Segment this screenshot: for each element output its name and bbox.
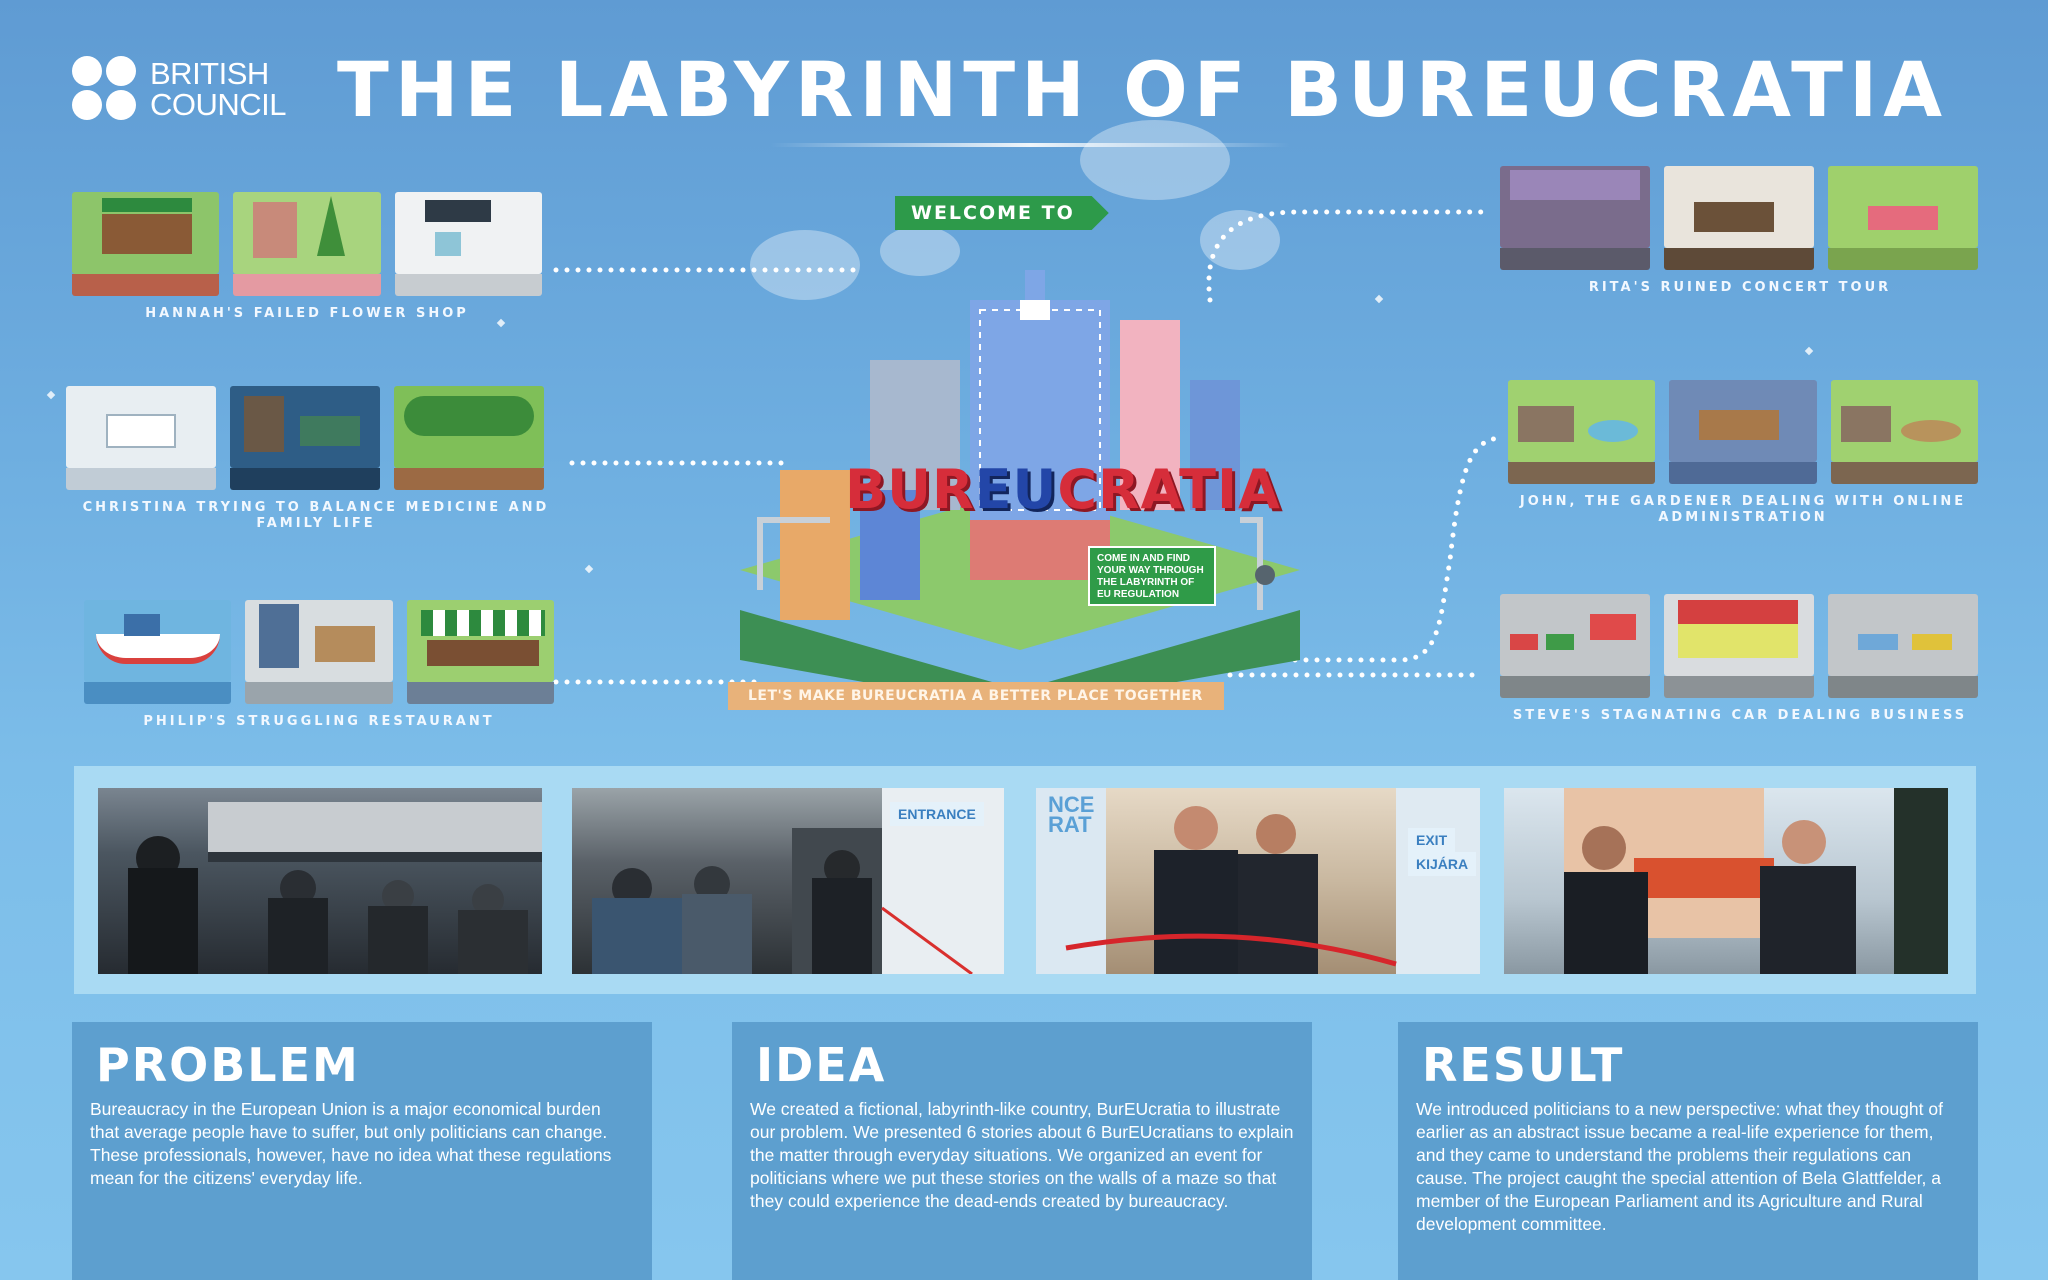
- records-office-illustration: [1664, 166, 1814, 270]
- story-illustrations: [1500, 166, 1980, 270]
- park-guitarist-illustration: [1828, 166, 1978, 270]
- story-label: CHRISTINA TRYING TO BALANCE MEDICINE AND…: [82, 500, 550, 531]
- story-philip: PHILIP'S STRUGGLING RESTAURANT: [84, 600, 554, 730]
- nce-sign: NCE: [1048, 792, 1095, 817]
- car-lot-illustration: [1500, 594, 1650, 698]
- cloud: [1200, 210, 1280, 270]
- event-photo-ribbon-cutting: NCE RAT EXIT KIJÁRA: [1036, 788, 1480, 974]
- bureucratia-city-illustration: [740, 270, 1300, 710]
- labyrinth-info-sign: COME IN AND FIND YOUR WAY THROUGH THE LA…: [1088, 546, 1216, 606]
- event-photo-strip: ENTRANCE NCE RAT EXIT KIJÁRA: [74, 766, 1976, 994]
- rat-sign: RAT: [1048, 812, 1092, 837]
- home-office-illustration: [1669, 380, 1817, 484]
- page-title: THE LABYRINTH OF BUREUCRATIA: [337, 45, 1949, 134]
- idea-title: IDEA: [756, 1038, 887, 1092]
- problem-panel: PROBLEM Bureaucracy in the European Unio…: [72, 1022, 652, 1280]
- story-illustrations: [1500, 594, 1980, 698]
- bureucratia-logo-word: BUREUCRATIA: [845, 458, 1281, 521]
- bedroom-illustration: [230, 386, 380, 490]
- contrail: [770, 143, 1290, 147]
- idea-text: We created a fictional, labyrinth-like c…: [750, 1099, 1294, 1211]
- hospital-illustration: [66, 386, 216, 490]
- logo-dots-icon: [72, 56, 138, 122]
- dealership-illustration: [1664, 594, 1814, 698]
- result-title: RESULT: [1422, 1038, 1625, 1092]
- story-christina: CHRISTINA TRYING TO BALANCE MEDICINE AND…: [66, 386, 566, 532]
- slogan-banner: LET'S MAKE BUREUCRATIA A BETTER PLACE TO…: [728, 682, 1224, 710]
- cloud: [750, 230, 860, 300]
- restaurant-illustration: [406, 600, 554, 704]
- story-label: RITA'S RUINED CONCERT TOUR: [1588, 280, 1892, 295]
- story-illustrations: [1508, 380, 1978, 484]
- story-john: JOHN, THE GARDENER DEALING WITH ONLINE A…: [1508, 380, 1978, 526]
- exit-sign: EXIT: [1408, 828, 1456, 852]
- used-cars-illustration: [1828, 594, 1978, 698]
- idea-panel: IDEA We created a fictional, labyrinth-l…: [732, 1022, 1312, 1280]
- office-illustration: [394, 192, 542, 296]
- story-label: PHILIP'S STRUGGLING RESTAURANT: [143, 714, 495, 729]
- event-photo-press: [98, 788, 542, 974]
- entrance-sign: ENTRANCE: [890, 802, 984, 826]
- story-label: STEVE'S STAGNATING CAR DEALING BUSINESS: [1512, 708, 1968, 723]
- cloud: [1080, 120, 1230, 200]
- garden-house-illustration: [1508, 380, 1656, 484]
- story-label: HANNAH'S FAILED FLOWER SHOP: [145, 306, 469, 321]
- story-illustrations: [84, 600, 554, 704]
- story-hannah: HANNAH'S FAILED FLOWER SHOP: [72, 192, 542, 322]
- greenhouse-illustration: [233, 192, 381, 296]
- name-part-1: BUR: [845, 458, 975, 521]
- story-label: JOHN, THE GARDENER DEALING WITH ONLINE A…: [1519, 494, 1967, 525]
- name-part-2: CRATIA: [1057, 458, 1281, 521]
- flower-stall-illustration: [72, 192, 220, 296]
- fishing-boat-illustration: [84, 600, 232, 704]
- event-photo-entrance: ENTRANCE: [572, 788, 1004, 976]
- connector-paths: [0, 0, 2048, 800]
- story-steve: STEVE'S STAGNATING CAR DEALING BUSINESS: [1500, 594, 1980, 724]
- logo-text: BRITISH COUNCIL: [150, 56, 287, 122]
- story-rita: RITA'S RUINED CONCERT TOUR: [1500, 166, 1980, 296]
- exit-sign-hungarian: KIJÁRA: [1408, 852, 1477, 876]
- story-illustrations: [66, 386, 566, 490]
- british-council-logo: BRITISH COUNCIL: [72, 56, 302, 122]
- header: BRITISH COUNCIL THE LABYRINTH OF BUREUCR…: [72, 48, 1972, 132]
- logo-line-2: COUNCIL: [150, 87, 287, 122]
- problem-title: PROBLEM: [96, 1038, 360, 1092]
- ribbon-cutting-illustration: [1036, 788, 1480, 974]
- event-photo-handshake: [1504, 788, 1948, 974]
- cloud: [880, 226, 960, 276]
- welcome-sign: WELCOME TO: [895, 196, 1109, 230]
- garden-pond-illustration: [1830, 380, 1978, 484]
- logo-line-1: BRITISH: [150, 56, 269, 91]
- name-eu: EU: [974, 458, 1058, 521]
- press-crowd-illustration: [128, 802, 542, 974]
- problem-text: Bureaucracy in the European Union is a m…: [90, 1099, 612, 1188]
- forest-illustration: [394, 386, 544, 490]
- result-panel: RESULT We introduced politicians to a ne…: [1398, 1022, 1978, 1280]
- concert-illustration: [1500, 166, 1650, 270]
- story-illustrations: [72, 192, 542, 296]
- result-text: We introduced politicians to a new persp…: [1416, 1099, 1943, 1234]
- handshake-illustration: [1564, 788, 1948, 974]
- dock-office-illustration: [245, 600, 393, 704]
